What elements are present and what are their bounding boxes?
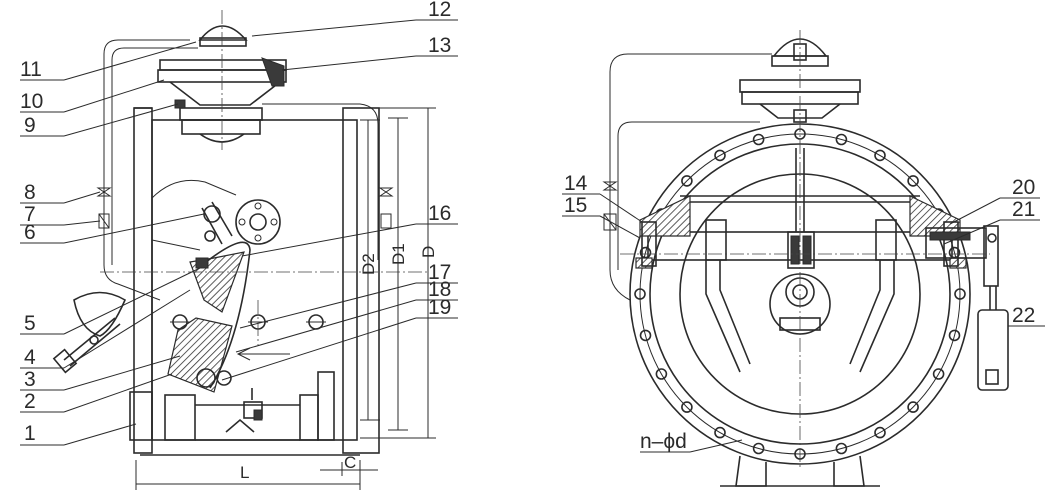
bolt-hole: [714, 426, 726, 439]
callout-16: 16: [428, 202, 451, 225]
callout-18: 18: [428, 278, 451, 301]
callout-labels: 1 2 3 4 5 6 7 8 9 10 11 12 13 16 17 18 1…: [20, 0, 1035, 453]
callout-14: 14: [564, 172, 588, 195]
dim-L: L: [240, 463, 249, 482]
bolt-hole: [681, 401, 693, 413]
bolt-hole: [752, 442, 765, 455]
callout-1: 1: [24, 422, 36, 445]
callout-17: 17: [428, 261, 451, 284]
bolt-hole: [714, 149, 726, 162]
bolt-hole: [907, 175, 919, 187]
dim-D2: D2: [359, 253, 378, 275]
dim-C: C: [344, 453, 356, 472]
callout-10: 10: [20, 90, 43, 113]
callout-22: 22: [1012, 304, 1035, 327]
bolt-hole: [874, 149, 886, 162]
dim-D1: D1: [389, 243, 408, 265]
callout-21: 21: [1012, 198, 1035, 221]
bolt-hole: [954, 288, 966, 300]
bolt-hole: [874, 426, 886, 439]
callout-9: 9: [24, 114, 36, 137]
callout-12: 12: [428, 0, 451, 21]
callout-5: 5: [24, 312, 36, 335]
bolt-hole: [932, 368, 945, 380]
bolt-hole: [639, 329, 652, 342]
callout-11: 11: [20, 58, 42, 81]
callout-20: 20: [1012, 176, 1035, 199]
callout-2: 2: [24, 390, 36, 413]
bolt-hole: [835, 133, 848, 146]
callout-8: 8: [24, 181, 36, 204]
callout-7: 7: [24, 203, 36, 226]
dim-D: D: [419, 246, 438, 258]
bolt-hole: [752, 133, 765, 146]
callout-13: 13: [428, 34, 451, 57]
callout-6: 6: [24, 221, 36, 244]
bolt-hole: [681, 175, 693, 187]
bolt-hole: [655, 368, 668, 380]
dimension-labels: L C D2 D1 D: [240, 243, 438, 482]
end-view: [562, 30, 1045, 487]
callout-4: 4: [24, 346, 36, 369]
bolt-hole: [634, 288, 646, 300]
callout-15: 15: [564, 194, 587, 217]
bolt-hole: [835, 442, 848, 455]
section-view: [20, 10, 458, 490]
callout-3: 3: [24, 368, 36, 391]
bolt-hole: [907, 401, 919, 413]
bolt-hole: [948, 329, 961, 342]
callout-19: 19: [428, 296, 451, 319]
bolt-note: n–ϕd: [640, 430, 687, 453]
